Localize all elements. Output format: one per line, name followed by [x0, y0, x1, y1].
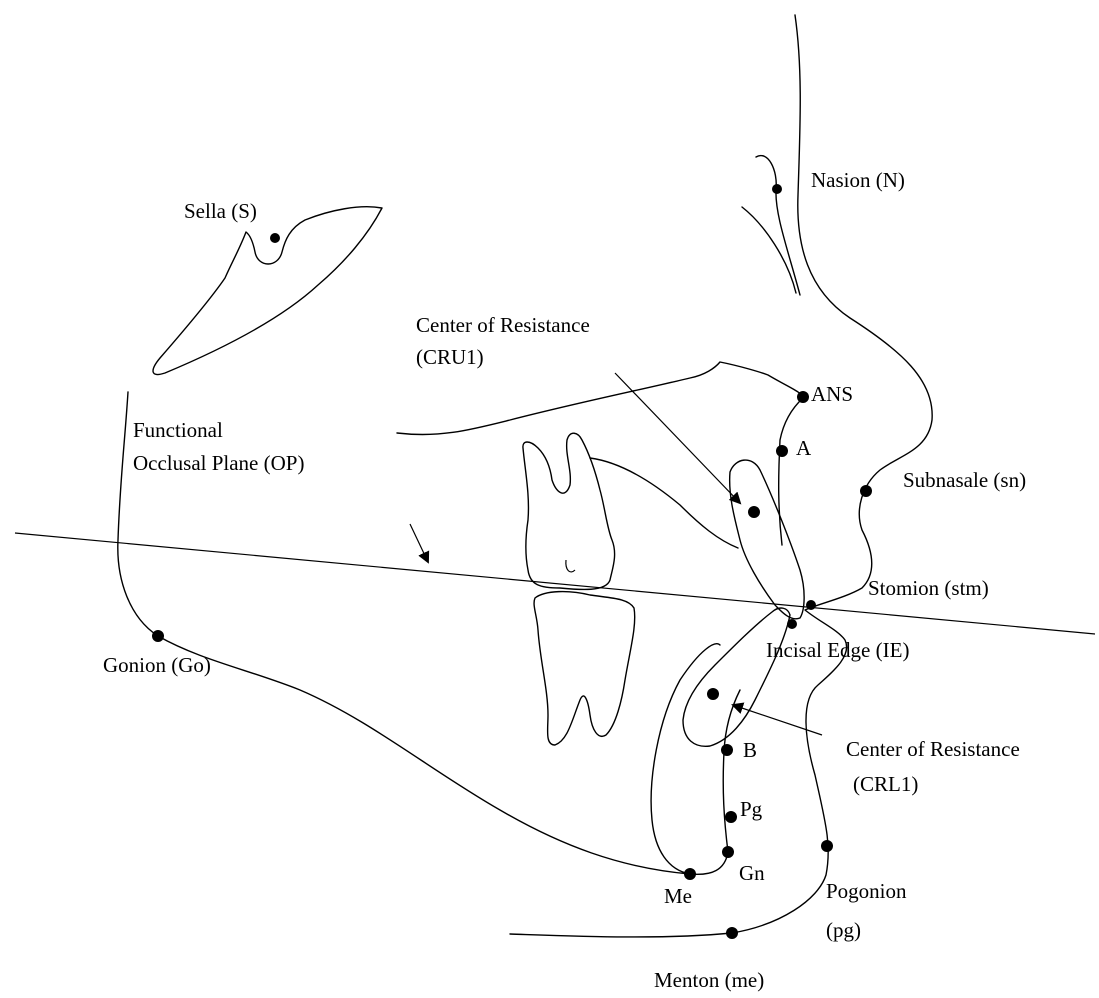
menton-dot [726, 927, 738, 939]
pg-point-label: Pg [740, 797, 763, 821]
cru1-label-line2: (CRU1) [416, 345, 484, 369]
a-point-label: A [796, 436, 812, 460]
subnasale-label: Subnasale (sn) [903, 468, 1026, 492]
maxilla-inner-line [590, 458, 738, 548]
crl1-label-line1: Center of Resistance [846, 737, 1020, 761]
incisal-edge-dot [787, 619, 797, 629]
me-point-dot [684, 868, 696, 880]
b-point-dot [721, 744, 733, 756]
me-point-label: Me [664, 884, 692, 908]
incisal-edge-label: Incisal Edge (IE) [766, 638, 909, 662]
nasion-dot [772, 184, 782, 194]
ans-dot [797, 391, 809, 403]
nasion-label: Nasion (N) [811, 168, 905, 192]
a-point-dot [776, 445, 788, 457]
upper-molar-furcation [566, 560, 575, 572]
gonion-dot [152, 630, 164, 642]
cru1-arrow [615, 373, 740, 503]
menton-label: Menton (me) [654, 968, 764, 992]
b-point-label: B [743, 738, 757, 762]
gonion-label: Gonion (Go) [103, 653, 211, 677]
mandible-symphysis [651, 644, 720, 874]
op-arrow [410, 524, 428, 562]
subnasale-dot [860, 485, 872, 497]
crl1-arrow [733, 705, 822, 735]
sella-turcica [153, 207, 382, 375]
lower-incisor [683, 608, 790, 746]
palatal-plane [397, 362, 803, 545]
pogonion-dot [821, 840, 833, 852]
op-label-line2: Occlusal Plane (OP) [133, 451, 304, 475]
nasal-bone-line [756, 156, 800, 295]
stomion-dot [806, 600, 816, 610]
mandible-anterior-cortex [690, 690, 740, 874]
sella-dot [270, 233, 280, 243]
upper-incisor [730, 460, 804, 619]
lower-molar [534, 592, 635, 745]
crl1-dot [707, 688, 719, 700]
crl1-label-line2: (CRL1) [853, 772, 918, 796]
pogonion-label-line2: (pg) [826, 918, 861, 942]
sella-label: Sella (S) [184, 199, 257, 223]
cru1-dot [748, 506, 760, 518]
ans-label: ANS [811, 382, 853, 406]
upper-molar [523, 433, 615, 589]
pogonion-label-line1: Pogonion [826, 879, 907, 903]
soft-tissue-profile [510, 15, 932, 937]
op-label-line1: Functional [133, 418, 223, 442]
gn-point-label: Gn [739, 861, 765, 885]
gn-point-dot [722, 846, 734, 858]
cru1-label-line1: Center of Resistance [416, 313, 590, 337]
stomion-label: Stomion (stm) [868, 576, 989, 600]
pg-point-dot [725, 811, 737, 823]
